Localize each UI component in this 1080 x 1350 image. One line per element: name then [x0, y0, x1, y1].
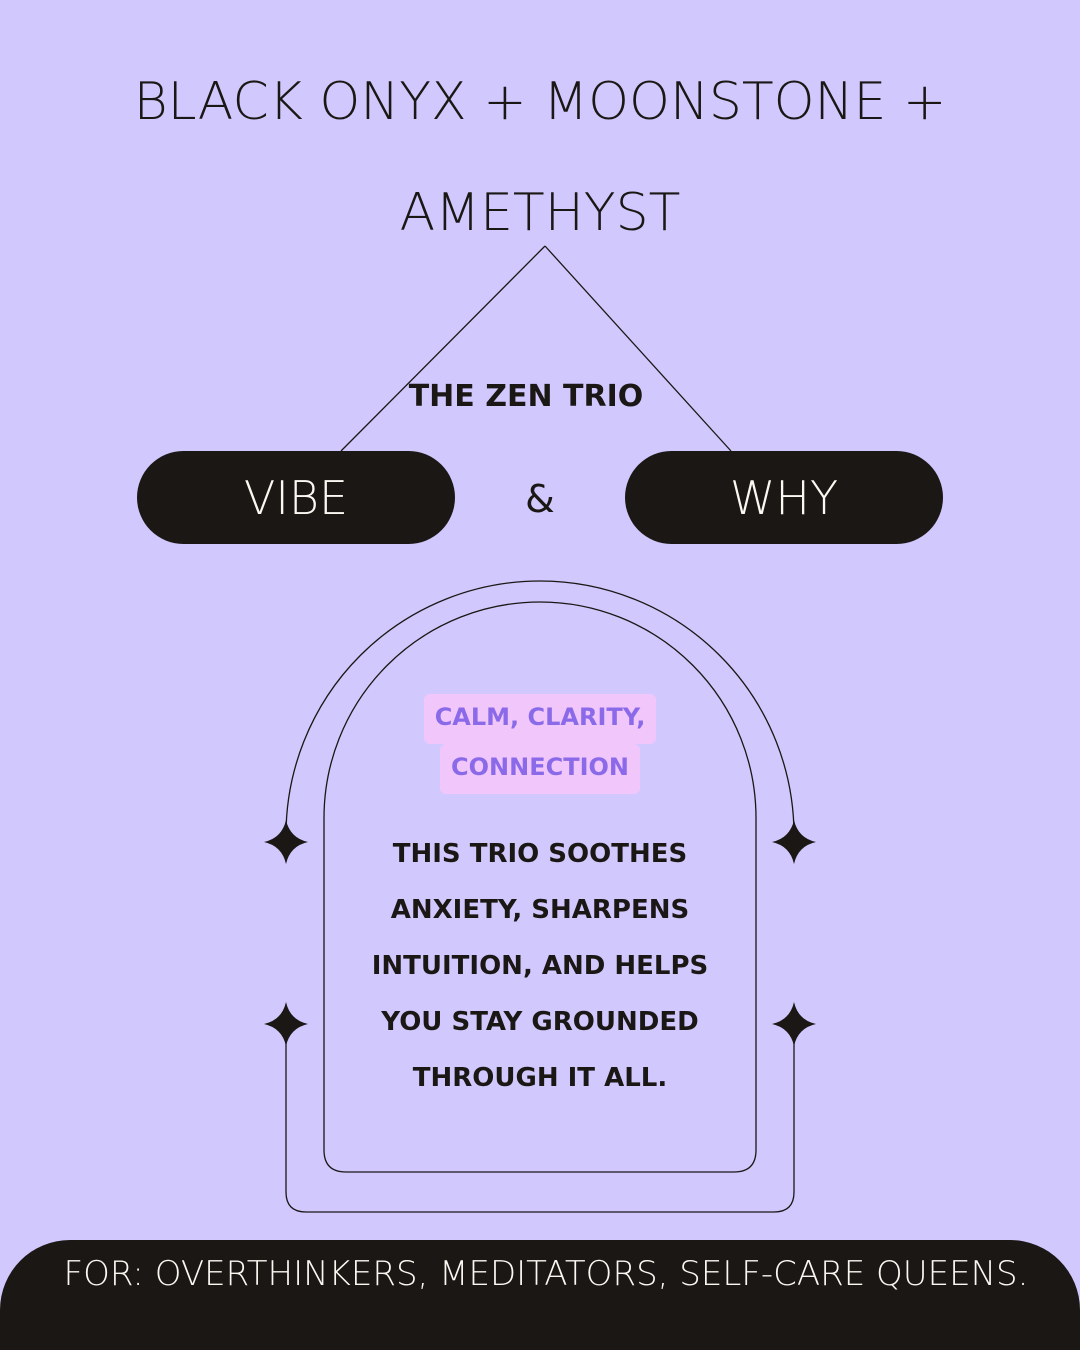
inner-arch	[323, 601, 757, 1173]
ampersand: &	[525, 477, 555, 521]
triangle-right-line	[544, 245, 732, 452]
four-point-sparkle-icon	[264, 1002, 308, 1046]
outer-arch-bottom	[285, 1024, 795, 1213]
keyword-line-2: CONNECTION	[440, 744, 640, 794]
four-point-sparkle-icon	[772, 1002, 816, 1046]
title-line-2: AMETHYST	[399, 183, 681, 243]
vibe-pill: VIBE	[137, 451, 455, 544]
four-point-sparkle-icon	[264, 820, 308, 864]
keyword-line-1: CALM, CLARITY,	[423, 694, 657, 744]
footer-banner	[0, 1240, 1080, 1350]
keyword-highlight: CALM, CLARITY, CONNECTION	[0, 694, 1080, 794]
description-text: THIS TRIO SOOTHES ANXIETY, SHARPENS INTU…	[371, 839, 709, 1093]
why-pill: WHY	[625, 451, 943, 544]
subtitle: THE ZEN TRIO	[408, 379, 644, 414]
footer-text: FOR: OVERTHINKERS, MEDITATORS, SELF-CARE…	[63, 1254, 1029, 1294]
triangle-left-line	[340, 245, 546, 452]
title-line-1: BLACK ONYX + MOONSTONE +	[133, 72, 947, 132]
outer-arch	[285, 580, 795, 842]
four-point-sparkle-icon	[772, 820, 816, 864]
